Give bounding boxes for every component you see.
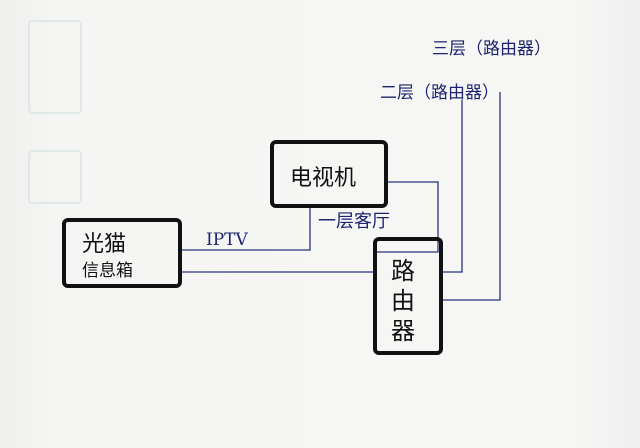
tv-label: 电视机 <box>290 166 357 191</box>
tv-box: 电视机 <box>270 140 388 208</box>
show-through-mark <box>28 150 82 204</box>
tv-router-line <box>373 181 439 253</box>
floor2-line <box>440 100 463 273</box>
floor2-label: 二层（路由器） <box>380 83 499 103</box>
show-through-mark <box>28 20 82 114</box>
info-box-label: 信息箱 <box>82 261 133 281</box>
router-box: 路 由 器 <box>373 237 443 355</box>
modem-box: 光猫 信息箱 <box>62 218 182 288</box>
floor3-label: 三层（路由器） <box>432 39 551 59</box>
router-char: 路 <box>391 257 415 285</box>
router-char: 器 <box>391 317 415 345</box>
floor1-label: 一层客厅 <box>318 211 390 232</box>
router-char: 由 <box>391 287 415 315</box>
floor3-line <box>440 92 501 301</box>
iptv-line <box>180 205 311 251</box>
iptv-label: IPTV <box>206 230 248 250</box>
modem-label: 光猫 <box>82 232 127 257</box>
